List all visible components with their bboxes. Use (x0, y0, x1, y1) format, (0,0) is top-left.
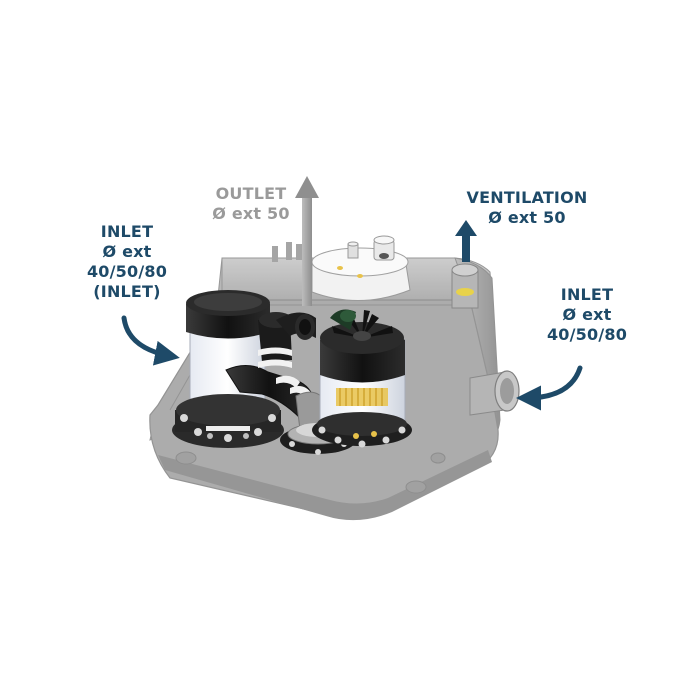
inlet-right-arrow (516, 365, 583, 411)
ventilation-label: VENTILATION Ø ext 50 (452, 188, 602, 228)
inlet-right-label-line1: INLET (560, 285, 614, 304)
inlet-right-label-line3: 40/50/80 (546, 325, 628, 344)
ventilation-arrow (455, 220, 477, 262)
inlet-left-label-line4: (INLET) (93, 282, 161, 301)
inlet-left-label-line1: INLET (100, 222, 154, 241)
inlet-left-label-line2: Ø ext (102, 242, 152, 261)
inlet-right-label-line2: Ø ext (562, 305, 612, 324)
left-pump-motor (172, 290, 284, 448)
outlet-label-line1: OUTLET (215, 184, 287, 203)
inlet-left-label: INLET Ø ext 40/50/80 (INLET) (74, 222, 180, 302)
ventilation-stub (451, 263, 479, 309)
discharge-pipes (225, 312, 327, 431)
outlet-arrow (295, 176, 319, 306)
outlet-label-line2: Ø ext 50 (212, 204, 290, 223)
outlet-label: OUTLET Ø ext 50 (196, 184, 306, 224)
inlet-right-label: INLET Ø ext 40/50/80 (532, 285, 642, 345)
right-inlet-pipe (469, 370, 520, 416)
ventilation-label-line1: VENTILATION (466, 188, 588, 207)
top-cap (311, 235, 411, 302)
inlet-left-label-line3: 40/50/80 (86, 262, 168, 281)
inlet-left-arrow (121, 315, 180, 366)
right-pump-chamber (312, 309, 412, 448)
ventilation-label-line2: Ø ext 50 (488, 208, 566, 227)
